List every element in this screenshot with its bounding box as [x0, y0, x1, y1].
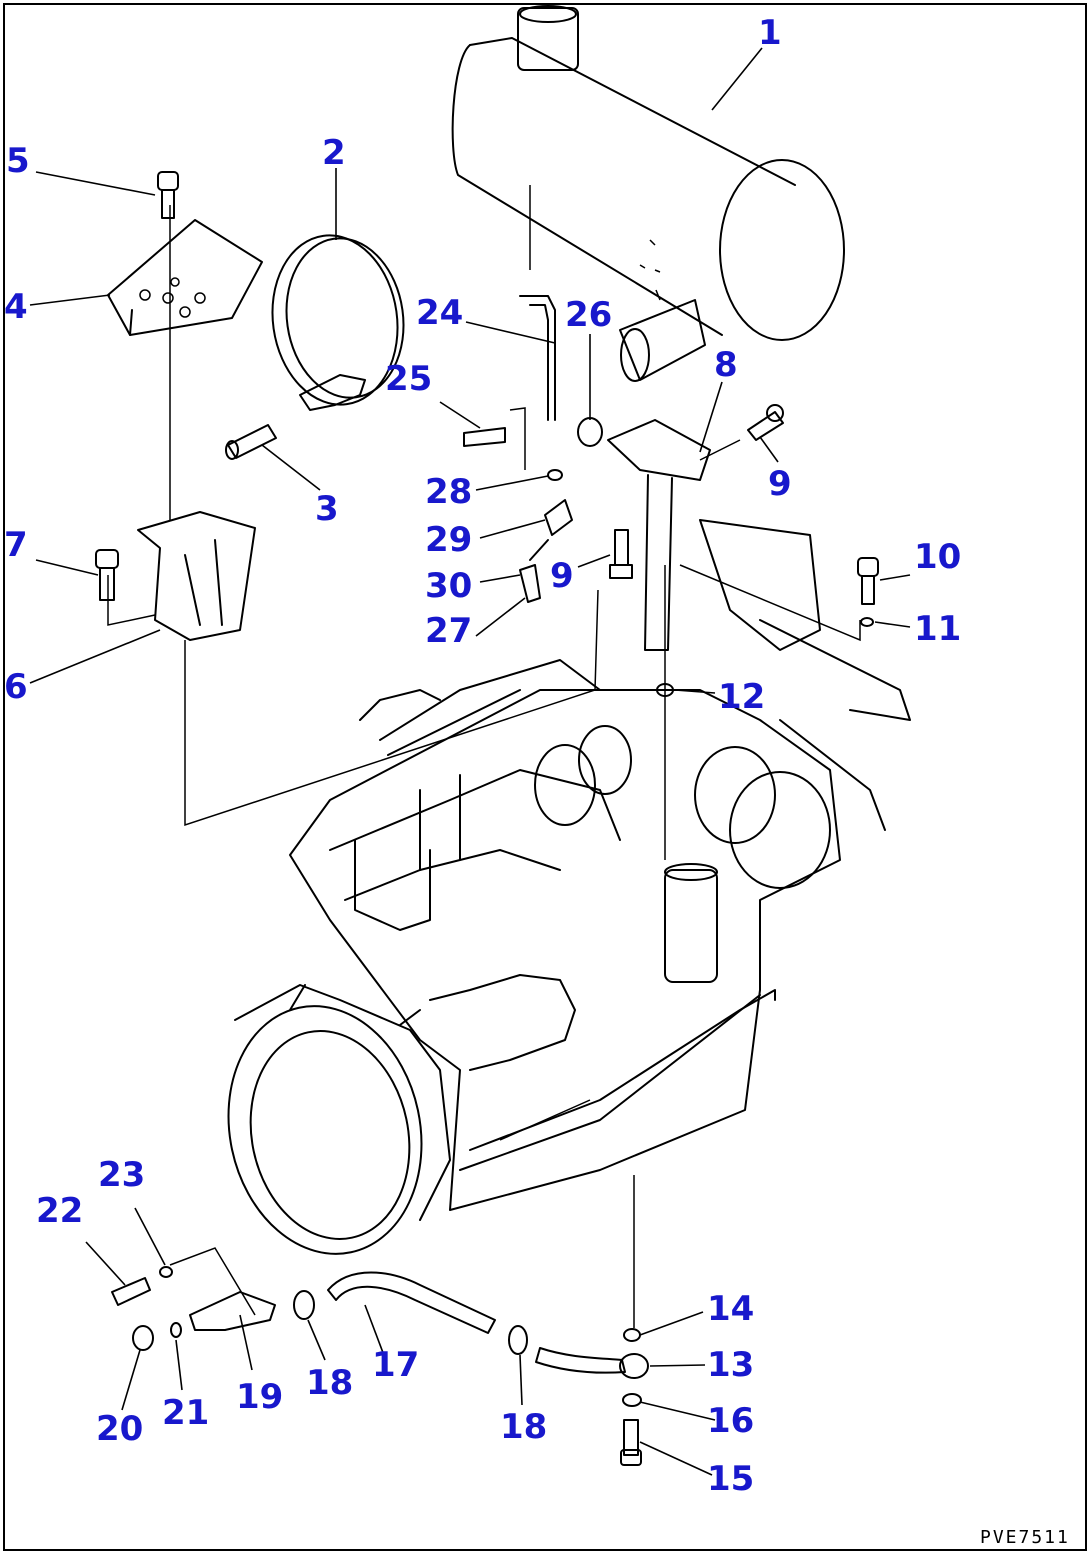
callout-1: 1	[758, 13, 782, 53]
callout-7: 7	[4, 525, 28, 565]
callout-20: 20	[96, 1409, 143, 1449]
brackets-drawing	[107, 219, 711, 651]
callout-9-lower: 9	[550, 556, 574, 596]
callout-5: 5	[6, 141, 30, 181]
assembly-lines	[107, 200, 861, 1328]
muffler-drawing	[451, 5, 845, 382]
callout-15: 15	[707, 1459, 754, 1499]
callout-22: 22	[36, 1191, 83, 1231]
leader-lines	[29, 47, 911, 1476]
callout-numbers: 1 2 3 4 5 6 7 8 9 9 10 11 12 13 14 15 16…	[4, 13, 961, 1499]
callout-24: 24	[416, 293, 463, 333]
drawing-code: PVE7511	[980, 1527, 1070, 1548]
callout-6: 6	[4, 667, 28, 707]
callout-18-left: 18	[306, 1363, 353, 1403]
callout-14: 14	[707, 1289, 754, 1329]
callout-12: 12	[718, 677, 765, 717]
callout-13: 13	[707, 1345, 754, 1385]
hoses-drawing	[132, 1271, 649, 1379]
callout-29: 29	[425, 520, 472, 560]
callout-30: 30	[425, 566, 472, 606]
callout-9-upper: 9	[768, 464, 792, 504]
callout-26: 26	[565, 295, 612, 335]
bolts-drawing	[95, 171, 879, 1466]
band-clamp-drawing	[271, 234, 405, 411]
callout-4: 4	[4, 287, 28, 327]
callout-8: 8	[714, 345, 738, 385]
callout-10: 10	[914, 537, 961, 577]
drain-pipe-drawing	[519, 295, 603, 603]
callout-17: 17	[372, 1345, 419, 1385]
callout-18-right: 18	[500, 1407, 547, 1447]
engine-drawing	[227, 519, 911, 1255]
callout-25: 25	[385, 359, 432, 399]
callout-2: 2	[322, 133, 346, 173]
washers-drawing	[159, 617, 874, 1407]
drawing-frame	[3, 3, 1087, 1551]
callout-27: 27	[425, 611, 472, 651]
callout-19: 19	[236, 1377, 283, 1417]
callout-16: 16	[707, 1401, 754, 1441]
callout-11: 11	[914, 609, 961, 649]
callout-23: 23	[98, 1155, 145, 1195]
callout-3: 3	[315, 489, 339, 529]
callout-21: 21	[162, 1393, 209, 1433]
callout-28: 28	[425, 472, 472, 512]
